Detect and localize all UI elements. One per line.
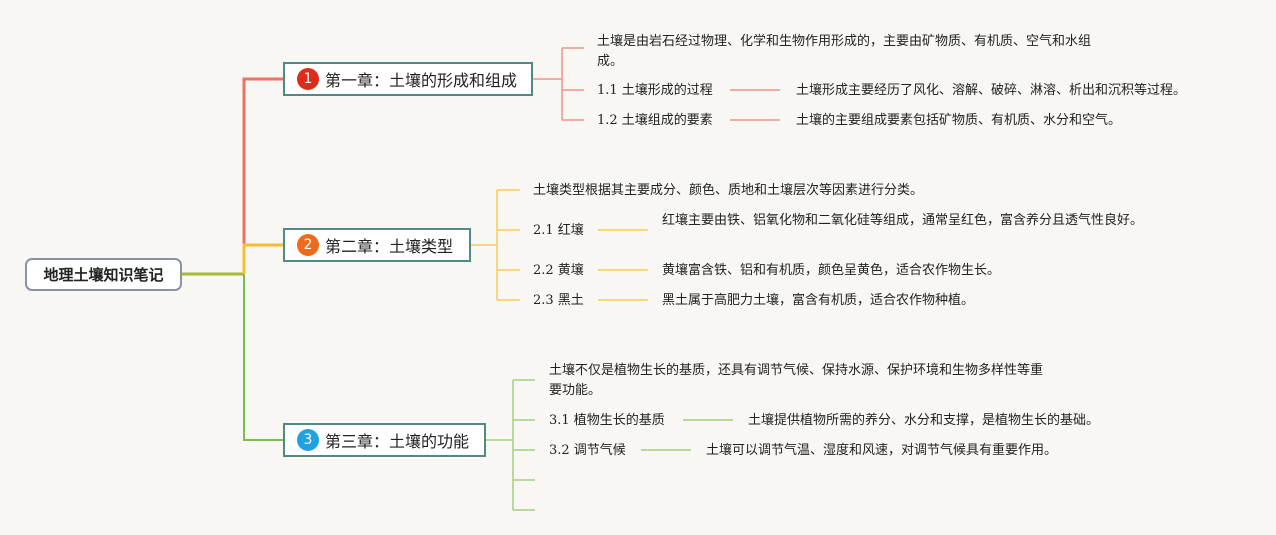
chapter-2-intro: 土壤类型根据其主要成分、颜色、质地和土壤层次等因素进行分类。 bbox=[533, 183, 924, 198]
section-1-1-label[interactable]: 1.1 土壤形成的过程 bbox=[597, 83, 713, 98]
chapter-2-title: 第二章：土壤类型 bbox=[325, 237, 454, 256]
ch2-branch-lines bbox=[470, 189, 648, 301]
chapter-1-node[interactable]: 1 第一章：土壤的形成和组成 bbox=[283, 62, 533, 96]
connector-ch3 bbox=[243, 274, 284, 441]
section-3-1-label[interactable]: 3.1 植物生长的基质 bbox=[549, 413, 665, 428]
connector-ch1 bbox=[242, 77, 284, 274]
ch1-branch-lines bbox=[532, 47, 780, 121]
section-1-1-detail: 土壤形成主要经历了风化、溶解、破碎、淋溶、析出和沉积等过程。 bbox=[796, 83, 1187, 98]
chapter-3-node[interactable]: 3 第三章：土壤的功能 bbox=[283, 423, 486, 457]
section-2-1-label[interactable]: 2.1 红壤 bbox=[533, 223, 584, 238]
root-node[interactable]: 地理土壤知识笔记 bbox=[25, 258, 182, 291]
section-2-3-label[interactable]: 2.3 黑土 bbox=[533, 293, 584, 308]
chapter-1-title: 第一章：土壤的形成和组成 bbox=[325, 71, 518, 90]
section-1-2-label[interactable]: 1.2 土壤组成的要素 bbox=[597, 113, 713, 128]
section-2-1-detail: 红壤主要由铁、铝氧化物和二氧化硅等组成，通常呈红色，富含养分且透气性良好。 bbox=[662, 213, 1144, 228]
number-3-badge: 3 bbox=[297, 429, 319, 451]
section-2-2-detail: 黄壤富含铁、铝和有机质，颜色呈黄色，适合农作物生长。 bbox=[662, 263, 1001, 278]
section-2-2-label[interactable]: 2.2 黄壤 bbox=[533, 263, 584, 278]
number-2-badge: 2 bbox=[297, 234, 319, 256]
section-3-2-detail: 土壤可以调节气温、湿度和风速，对调节气候具有重要作用。 bbox=[706, 443, 1058, 458]
chapter-3-title: 第三章：土壤的功能 bbox=[325, 432, 470, 451]
chapter-1-intro: 土壤是由岩石经过物理、化学和生物作用形成的，主要由矿物质、有机质、空气和水组成。 bbox=[597, 34, 1092, 69]
connector-ch2 bbox=[242, 243, 284, 274]
number-1-badge: 1 bbox=[297, 68, 319, 90]
section-2-3-detail: 黑土属于高肥力土壤，富含有机质，适合农作物种植。 bbox=[662, 293, 975, 308]
chapter-2-node[interactable]: 2 第二章：土壤类型 bbox=[283, 228, 471, 262]
chapter-3-intro: 土壤不仅是植物生长的基质，还具有调节气候、保持水源、保护环境和生物多样性等重要功… bbox=[549, 363, 1044, 398]
ch3-branch-lines bbox=[485, 379, 733, 511]
section-3-2-label[interactable]: 3.2 调节气候 bbox=[549, 443, 626, 458]
section-1-2-detail: 土壤的主要组成要素包括矿物质、有机质、水分和空气。 bbox=[796, 113, 1122, 128]
section-3-1-detail: 土壤提供植物所需的养分、水分和支撑，是植物生长的基础。 bbox=[748, 413, 1100, 428]
